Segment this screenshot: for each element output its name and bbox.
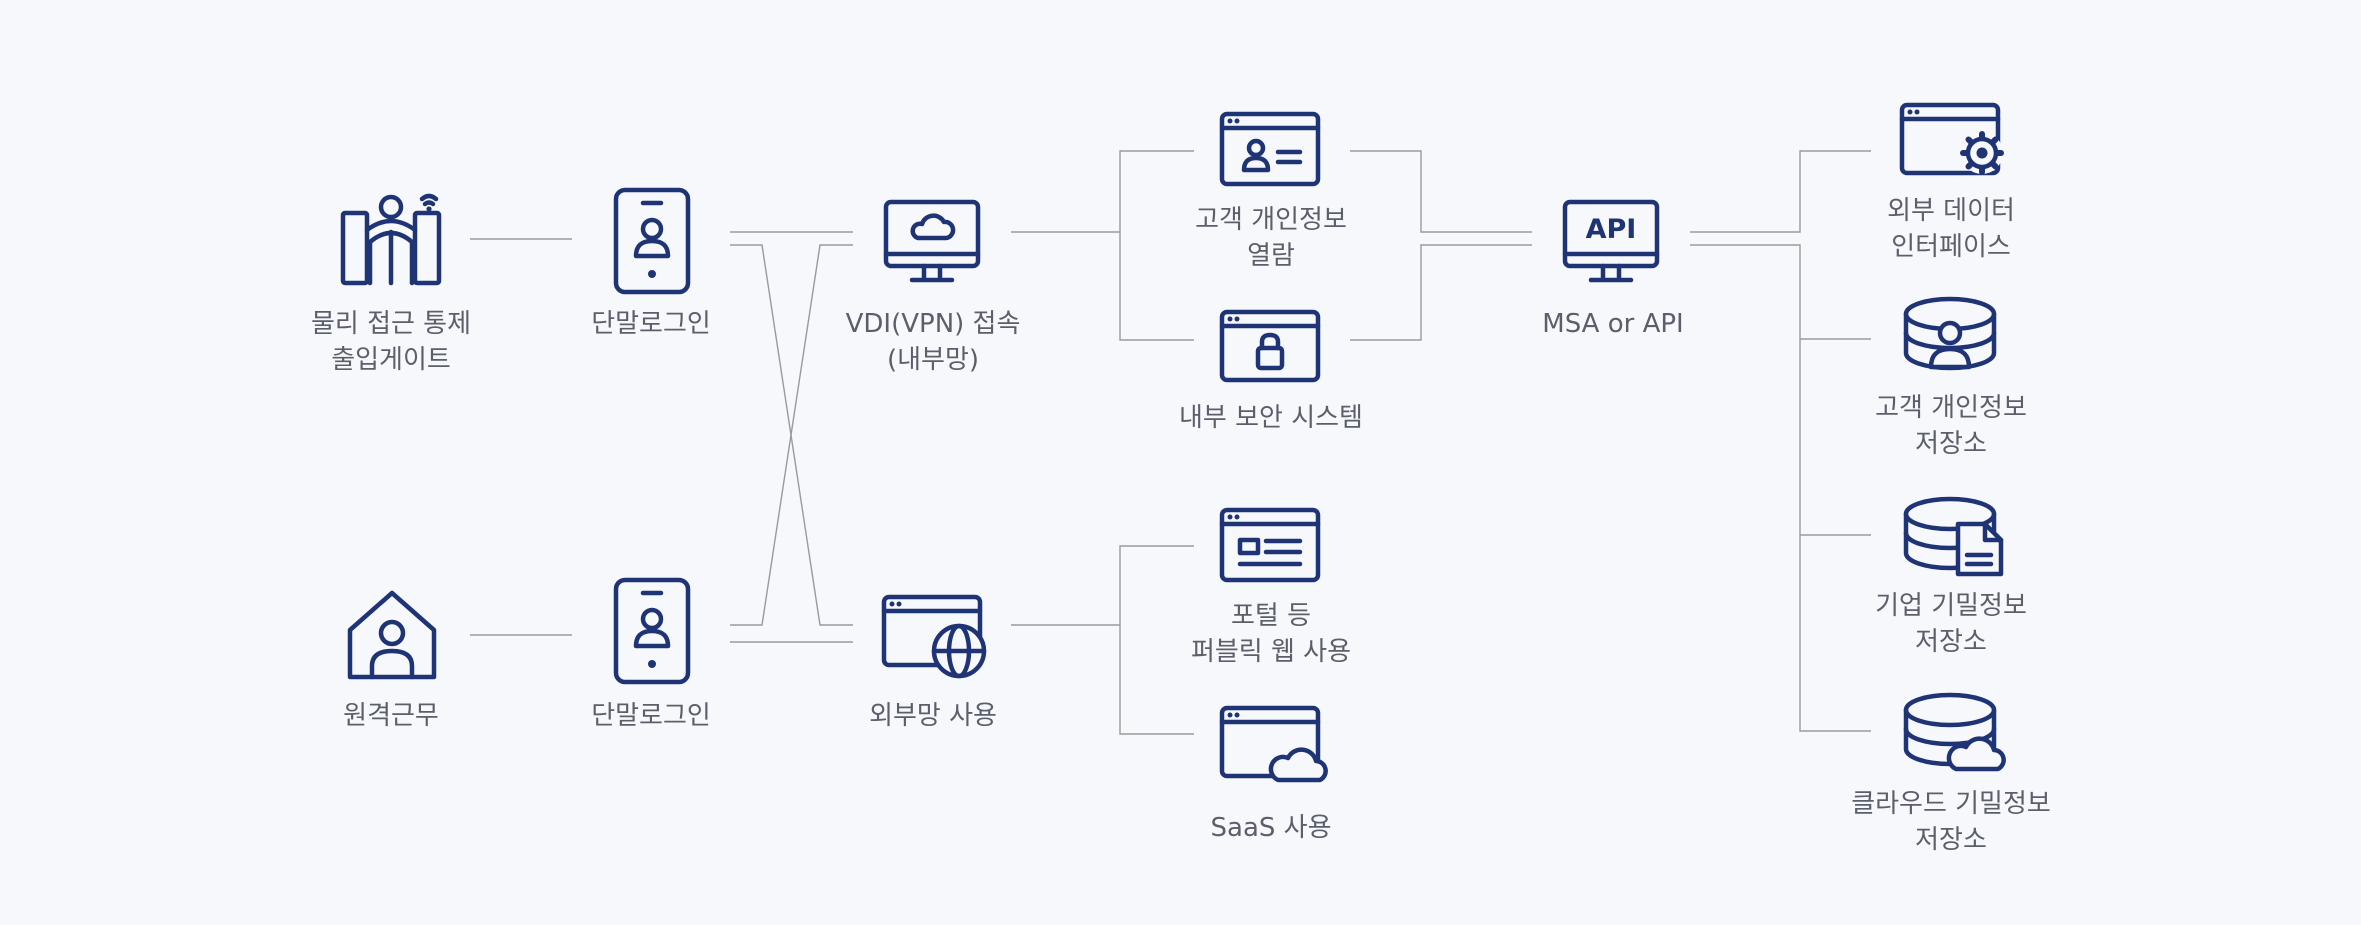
browser-content-icon [1219, 507, 1321, 583]
external-data-label-line2: 인터페이스 [1891, 232, 2011, 262]
vdi-label-line1: VDI(VPN) 접속 [845, 309, 1021, 339]
customer-storage-label-line2: 저장소 [1915, 429, 1987, 459]
external-data-label: 외부 데이터 인터페이스 [1887, 193, 2015, 265]
connector-api-storage [1690, 150, 1871, 732]
customer-view-label-line2: 열람 [1247, 241, 1295, 271]
customer-view-label-line1: 고객 개인정보 [1195, 205, 1347, 235]
public-web-label: 포털 등 퍼블릭 웹 사용 [1191, 598, 1351, 670]
connector-vdi-branch [1011, 150, 1194, 341]
corp-storage-label: 기업 기밀정보 저장소 [1875, 588, 2027, 660]
public-web-label-line1: 포털 등 [1230, 601, 1312, 631]
msa-api-label-line1: MSA or API [1542, 309, 1684, 339]
mobile-user-icon [613, 577, 691, 685]
connectors [470, 150, 1871, 735]
remote-work-label-line1: 원격근무 [343, 701, 439, 731]
device-login-bottom-label: 단말로그인 [591, 698, 711, 734]
home-person-icon [347, 590, 437, 680]
physical-gate-label-line1: 물리 접근 통제 [310, 309, 472, 339]
vdi-label-line2: (내부망) [886, 345, 980, 375]
public-web-label-line2: 퍼블릭 웹 사용 [1190, 637, 1352, 667]
api-icon-text: API [1586, 214, 1637, 245]
external-data-label-line1: 외부 데이터 [1887, 196, 2015, 226]
msa-api-label: MSA or API [1542, 306, 1683, 342]
database-document-icon [1903, 496, 2004, 577]
external-net-label: 외부망 사용 [869, 698, 997, 734]
corp-storage-label-line2: 저장소 [1915, 627, 1987, 657]
vdi-label: VDI(VPN) 접속 (내부망) [846, 306, 1021, 378]
physical-gate-label-line2: 출입게이트 [331, 345, 451, 375]
device-login-top-label-line1: 단말로그인 [591, 309, 711, 339]
browser-globe-icon [881, 594, 987, 679]
customer-storage-label-line1: 고객 개인정보 [1875, 393, 2027, 423]
cloud-storage-label-line2: 저장소 [1915, 825, 1987, 855]
browser-gear-icon [1899, 102, 2004, 176]
cloud-storage-label-line1: 클라우드 기밀정보 [1851, 789, 2051, 819]
customer-view-label: 고객 개인정보 열람 [1195, 202, 1347, 274]
monitor-cloud-icon [883, 199, 981, 283]
monitor-api-icon: API [1562, 199, 1660, 283]
browser-cloud-icon [1219, 705, 1328, 783]
corp-storage-label-line1: 기업 기밀정보 [1875, 591, 2027, 621]
database-cloud-icon [1903, 692, 2006, 772]
cloud-storage-label: 클라우드 기밀정보 저장소 [1851, 786, 2051, 858]
connector-apps-api [1350, 150, 1532, 341]
internal-security-label-line1: 내부 보안 시스템 [1179, 403, 1363, 433]
device-login-bottom-label-line1: 단말로그인 [591, 701, 711, 731]
mobile-user-icon [613, 187, 691, 295]
database-user-icon [1903, 296, 1997, 371]
browser-lock-icon [1219, 309, 1321, 383]
gate-person-icon [340, 193, 442, 286]
browser-id-card-icon [1219, 111, 1321, 187]
connector-external-branch [1011, 545, 1194, 735]
saas-label: SaaS 사용 [1211, 810, 1332, 846]
internal-security-label: 내부 보안 시스템 [1179, 400, 1363, 436]
physical-gate-label: 물리 접근 통제 출입게이트 [311, 306, 471, 378]
device-login-top-label: 단말로그인 [591, 306, 711, 342]
external-net-label-line1: 외부망 사용 [869, 701, 997, 731]
remote-work-label: 원격근무 [343, 698, 439, 734]
customer-storage-label: 고객 개인정보 저장소 [1875, 390, 2027, 462]
saas-label-line1: SaaS 사용 [1210, 813, 1332, 843]
connector-login-bottom-vdi [730, 244, 853, 626]
